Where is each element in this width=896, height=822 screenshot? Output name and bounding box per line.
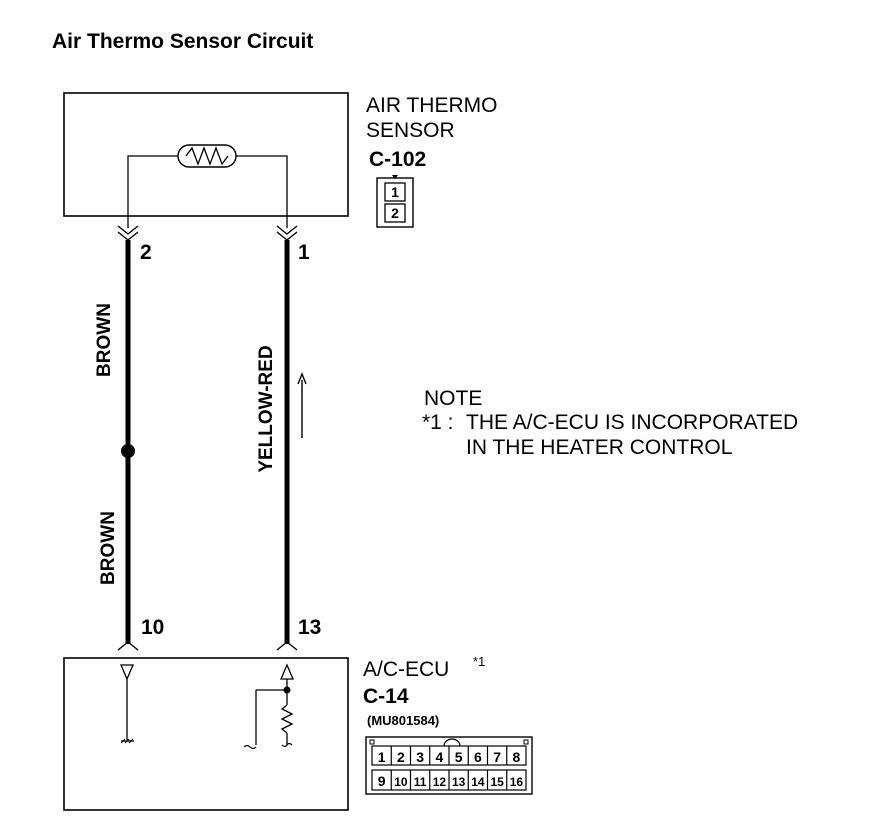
note-marker: *1 : bbox=[422, 411, 454, 434]
sensor-name-line2: SENSOR bbox=[366, 119, 455, 142]
ecu-name: A/C-ECU bbox=[363, 658, 449, 681]
wire-color-label-lower: BROWN bbox=[98, 511, 119, 585]
ecu-pin-10-label: 10 bbox=[141, 616, 164, 639]
ground-icon bbox=[120, 664, 134, 744]
sensor-pin-1-label: 1 bbox=[298, 241, 310, 264]
ecu-connector-pin-6: 6 bbox=[474, 749, 482, 765]
ecu-connector-pin-8: 8 bbox=[512, 749, 520, 765]
ecu-box bbox=[63, 657, 349, 811]
ecu-connector-pin-14: 14 bbox=[471, 775, 485, 789]
ecu-connector-pin-4: 4 bbox=[435, 749, 443, 765]
ecu-connector-pin-10: 10 bbox=[394, 775, 408, 789]
ecu-connector-pin-11: 11 bbox=[414, 775, 427, 789]
diagram-title: Air Thermo Sensor Circuit bbox=[52, 30, 313, 53]
current-direction-arrow-icon bbox=[297, 372, 307, 438]
sensor-connector-pin-2: 2 bbox=[391, 205, 399, 221]
ecu-pin-13-label: 13 bbox=[298, 616, 321, 639]
thermistor-icon bbox=[177, 144, 237, 168]
note-line-1: THE A/C-ECU IS INCORPORATED bbox=[466, 411, 798, 434]
pullup-resistor-icon bbox=[243, 663, 294, 750]
sensor-terminal-chevrons bbox=[117, 225, 298, 241]
ecu-connector-pin-5: 5 bbox=[455, 749, 463, 765]
ecu-connector-pin-13: 13 bbox=[452, 775, 466, 789]
sensor-pin-2-label: 2 bbox=[140, 241, 152, 264]
splice-point bbox=[121, 444, 135, 458]
ecu-connector-pin-1: 1 bbox=[378, 749, 386, 765]
ecu-part-number: (MU801584) bbox=[367, 713, 439, 728]
sensor-connector-face: 1 2 bbox=[376, 175, 414, 228]
sensor-box bbox=[63, 92, 349, 217]
sensor-internal-wire-right bbox=[236, 155, 288, 228]
sensor-name-line1: AIR THERMO bbox=[366, 94, 497, 117]
ecu-connector-pin-3: 3 bbox=[416, 749, 424, 765]
ecu-connector-pin-15: 15 bbox=[490, 775, 504, 789]
ecu-connector-pin-16: 16 bbox=[510, 775, 524, 789]
sensor-connector-pin-1: 1 bbox=[391, 184, 399, 200]
ecu-connector-pin-2: 2 bbox=[397, 749, 405, 765]
ecu-connector-id: C-14 bbox=[363, 685, 409, 708]
sensor-connector-id: C-102 bbox=[369, 148, 426, 171]
sensor-internal-wire-left bbox=[127, 155, 178, 228]
note-heading: NOTE bbox=[424, 387, 482, 410]
ecu-connector-pin-7: 7 bbox=[493, 749, 501, 765]
ecu-connector-pin-12: 12 bbox=[433, 775, 447, 789]
ecu-connector-pin-9: 9 bbox=[378, 773, 386, 789]
ecu-footnote-marker: *1 bbox=[473, 654, 485, 669]
ecu-terminal-chevrons bbox=[117, 641, 298, 651]
note-line-2: IN THE HEATER CONTROL bbox=[466, 436, 732, 459]
wire-color-label-right: YELLOW-RED bbox=[256, 345, 277, 472]
wire-color-label-upper: BROWN bbox=[94, 303, 115, 377]
